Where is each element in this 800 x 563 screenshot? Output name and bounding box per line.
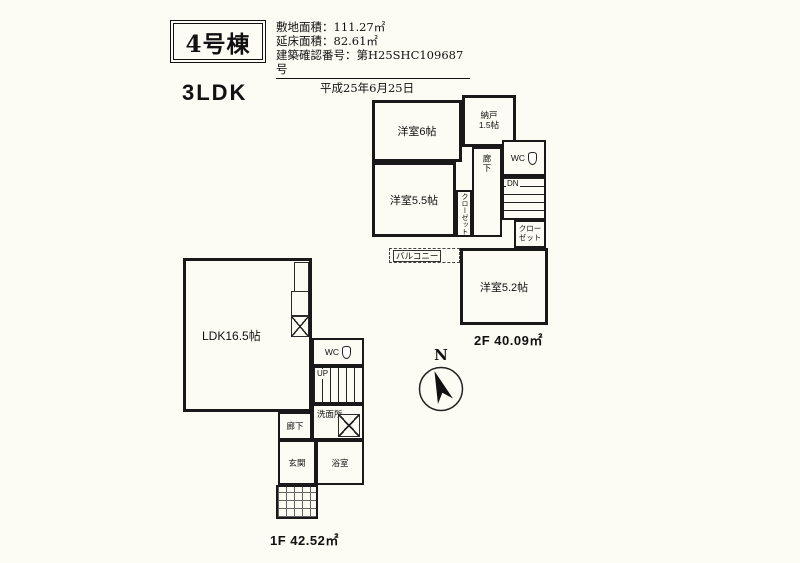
permit-number-text: 建築確認番号：第H25SHC109687号 bbox=[276, 48, 464, 76]
permit-date-text: 平成25年6月25日 bbox=[320, 81, 415, 95]
entrance: 玄関 bbox=[278, 440, 316, 485]
compass-needle-icon bbox=[418, 366, 464, 412]
entrance-label: 玄関 bbox=[288, 457, 306, 468]
hallway-1f: 廊下 bbox=[278, 412, 312, 440]
stairs-down-label: DN bbox=[506, 179, 520, 189]
refrigerator-space-icon bbox=[291, 316, 309, 337]
wc-1f-label: WC bbox=[324, 347, 340, 357]
building-title-box: 4号棟 bbox=[170, 20, 266, 63]
bathroom-label: 浴室 bbox=[331, 457, 349, 468]
closet-2f-small-label: クロー ゼット bbox=[519, 225, 542, 242]
site-area-text: 敷地面積：111.27㎡ bbox=[276, 20, 386, 34]
room-2f-western55: 洋室5.5帖 bbox=[372, 162, 456, 237]
washing-machine-icon bbox=[338, 414, 360, 437]
hallway-2f-label: 廊下 bbox=[482, 154, 492, 173]
closet-small-line2: ゼット bbox=[518, 233, 542, 242]
washroom-label: 洗面所 bbox=[317, 409, 343, 419]
storage-label-line2: 1.5帖 bbox=[478, 120, 500, 130]
layout-type-label: 3LDK bbox=[182, 80, 248, 105]
room-2f-western6: 洋室6帖 bbox=[372, 100, 462, 162]
building-title: 4号棟 bbox=[173, 23, 263, 60]
room-2f-western52: 洋室5.2帖 bbox=[460, 248, 548, 325]
closet-small-line1: クロー bbox=[518, 224, 542, 234]
room-ldk: LDK16.5帖 bbox=[183, 258, 312, 412]
floor-area-text: 延床面積：82.61㎡ bbox=[276, 34, 378, 48]
floor1-area-label: 1F 42.52㎡ bbox=[270, 533, 339, 548]
stairs-2f: DN bbox=[502, 176, 546, 220]
hallway-1f-label: 廊下 bbox=[286, 421, 304, 431]
closet-2f-strip: クローゼット bbox=[456, 190, 472, 237]
hallway-2f: 廊下 bbox=[472, 147, 502, 237]
bathroom: 浴室 bbox=[316, 440, 364, 485]
room-2f-western55-label: 洋室5.5帖 bbox=[389, 194, 439, 207]
storage-label-line1: 納戸 bbox=[480, 110, 498, 121]
stairs-1f: UP bbox=[312, 366, 364, 404]
compass: N bbox=[418, 346, 464, 417]
room-ldk-label: LDK16.5帖 bbox=[202, 328, 261, 343]
room-2f-storage: 納戸 1.5帖 bbox=[462, 95, 516, 147]
entrance-porch-tiles bbox=[276, 485, 318, 519]
compass-north-label: N bbox=[434, 346, 448, 364]
balcony-2f: バルコニー bbox=[389, 248, 460, 263]
closet-2f-small: クロー ゼット bbox=[514, 220, 546, 248]
wc-1f: WC bbox=[312, 338, 364, 366]
floor2-area-label: 2F 40.09㎡ bbox=[474, 333, 543, 348]
closet-2f-strip-label: クローゼット bbox=[461, 192, 468, 235]
room-2f-storage-label: 納戸 1.5帖 bbox=[478, 110, 500, 131]
property-info-lines: 敷地面積：111.27㎡ 延床面積：82.61㎡ 建築確認番号：第H25SHC1… bbox=[276, 20, 470, 79]
kitchen-unit bbox=[291, 291, 309, 316]
wc-2f-label: WC bbox=[510, 153, 526, 163]
stairs-up-label: UP bbox=[316, 369, 330, 379]
wc-2f: WC bbox=[502, 140, 546, 176]
balcony-label: バルコニー bbox=[393, 250, 442, 262]
room-2f-western6-label: 洋室6帖 bbox=[397, 126, 437, 138]
toilet-icon bbox=[528, 151, 538, 165]
toilet-icon bbox=[342, 345, 352, 359]
room-2f-western52-label: 洋室5.2帖 bbox=[479, 281, 529, 294]
property-info: 敷地面積：111.27㎡ 延床面積：82.61㎡ 建築確認番号：第H25SHC1… bbox=[276, 20, 470, 95]
